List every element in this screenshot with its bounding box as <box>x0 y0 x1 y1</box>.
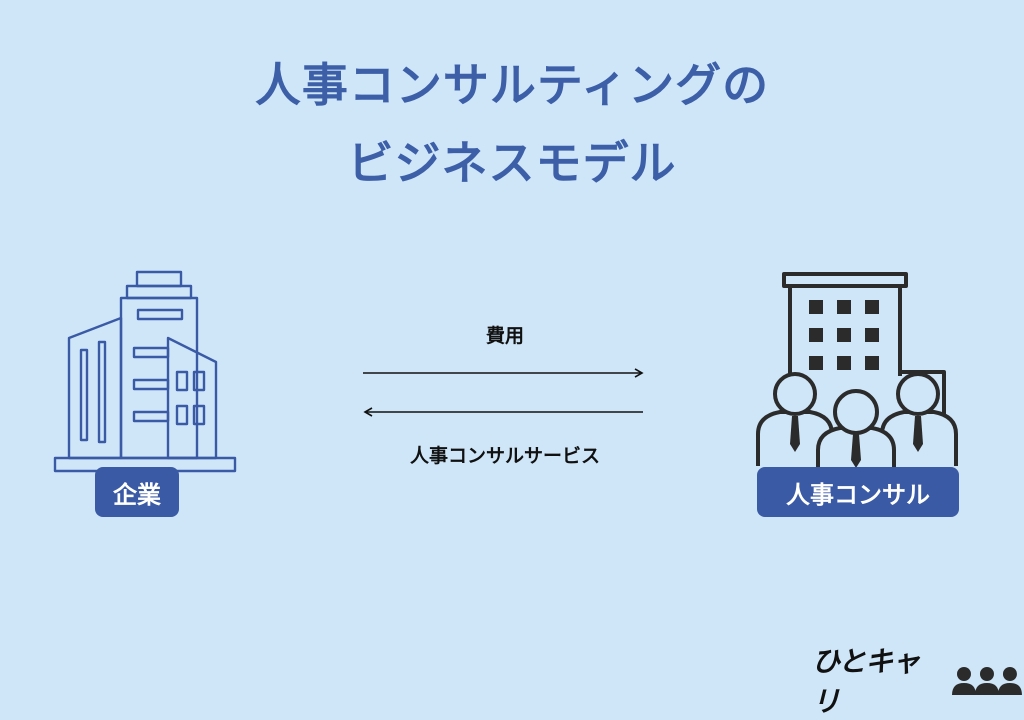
people-group-icon <box>952 667 1023 695</box>
logo-text: ひとキャリ <box>812 645 920 718</box>
consultants-building-icon <box>756 272 958 470</box>
consultant-badge: 人事コンサル <box>757 467 959 517</box>
service-label: 人事コンサルサービス <box>409 445 600 467</box>
brand-logo: ひとキャリ <box>812 640 1024 720</box>
diagram-title-line2: ビジネスモデル <box>347 136 677 190</box>
diagram-title-line1: 人事コンサルティングの <box>254 58 770 112</box>
office-building-icon <box>53 270 237 473</box>
company-badge: 企業 <box>95 467 179 517</box>
flow-arrows <box>363 368 644 417</box>
cost-label: 費用 <box>485 325 524 347</box>
